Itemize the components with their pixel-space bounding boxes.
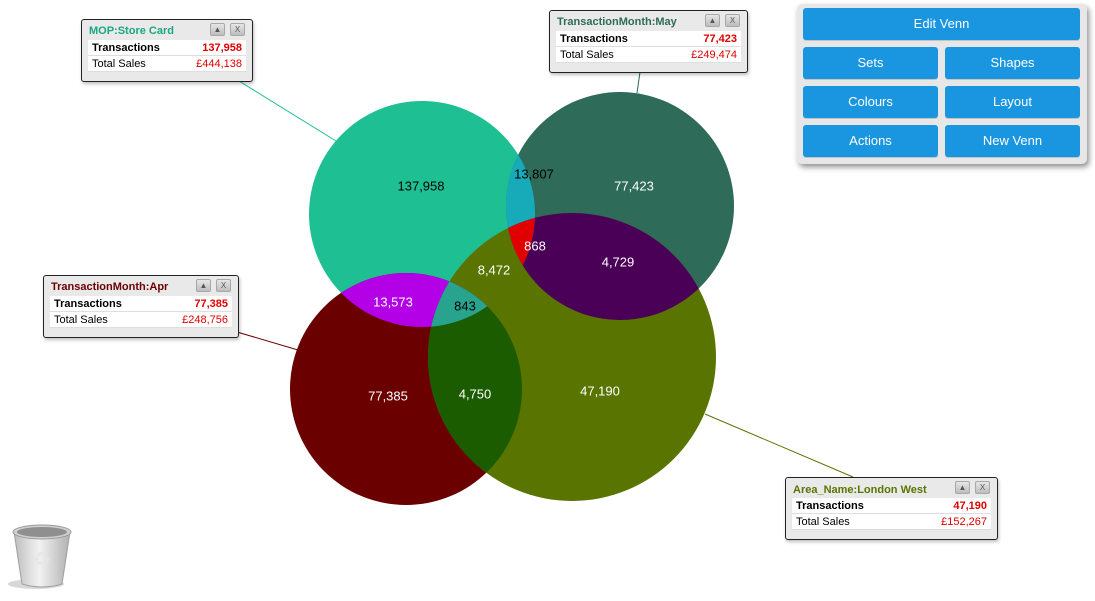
row-label: Total Sales	[560, 48, 614, 61]
region-label-core: 868	[524, 238, 546, 253]
colours-button[interactable]: Colours	[803, 86, 938, 118]
region-label-store-card-may: 13,807	[514, 166, 554, 181]
row-value: £152,267	[941, 515, 987, 528]
new-venn-button[interactable]: New Venn	[945, 125, 1080, 157]
row-value: 77,385	[194, 297, 228, 310]
infobox-row-total-sales: Total Sales £444,138	[88, 56, 246, 72]
row-label: Transactions	[560, 32, 628, 45]
collapse-button[interactable]: ▲	[705, 14, 720, 27]
infobox-store-card[interactable]: MOP:Store Card ▲ X Transactions 137,958 T…	[81, 19, 253, 82]
row-value: £249,474	[691, 48, 737, 61]
collapse-button[interactable]: ▲	[210, 23, 225, 36]
region-label-store-card-only: 137,958	[398, 178, 445, 193]
close-button[interactable]: X	[975, 481, 990, 494]
infobox-row-transactions: Transactions 77,423	[556, 31, 741, 47]
close-button[interactable]: X	[230, 23, 245, 36]
region-label-store-card-may-london-west: 8,472	[478, 262, 511, 277]
close-button[interactable]: X	[216, 279, 231, 292]
sets-button[interactable]: Sets	[803, 47, 938, 79]
region-may-london-west[interactable]	[428, 213, 716, 501]
shapes-button[interactable]: Shapes	[945, 47, 1080, 79]
row-value: 137,958	[202, 41, 242, 54]
region-label-may-only: 77,423	[614, 178, 654, 193]
row-label: Total Sales	[796, 515, 850, 528]
row-label: Transactions	[796, 499, 864, 512]
region-label-apr-only: 77,385	[368, 388, 408, 403]
svg-text:♻: ♻	[33, 547, 51, 571]
region-label-store-card-apr-london-west: 843	[454, 298, 476, 313]
row-value: 47,190	[953, 499, 987, 512]
row-value: £248,756	[182, 313, 228, 326]
infobox-title: MOP:Store Card	[89, 25, 174, 37]
region-label-store-card-apr: 13,573	[373, 294, 413, 309]
collapse-button[interactable]: ▲	[955, 481, 970, 494]
row-value: 77,423	[703, 32, 737, 45]
collapse-button[interactable]: ▲	[196, 279, 211, 292]
connector-line-store-card	[238, 80, 337, 142]
infobox-london-west[interactable]: Area_Name:London West ▲ X Transactions 47…	[785, 477, 998, 540]
connector-line-apr	[236, 331, 299, 351]
infobox-row-transactions: Transactions 137,958	[88, 40, 246, 56]
venn-menu-panel: Edit Venn Sets Shapes Colours Layout Act…	[797, 4, 1087, 164]
infobox-title: Area_Name:London West	[793, 484, 927, 496]
edit-venn-button[interactable]: Edit Venn	[803, 8, 1080, 40]
infobox-title: TransactionMonth:May	[557, 16, 677, 28]
infobox-row-transactions: Transactions 77,385	[50, 296, 232, 312]
actions-button[interactable]: Actions	[803, 125, 938, 157]
infobox-row-total-sales: Total Sales £249,474	[556, 47, 741, 63]
infobox-may[interactable]: TransactionMonth:May ▲ X Transactions 77,…	[549, 10, 748, 73]
connector-line-may	[636, 71, 641, 94]
row-label: Total Sales	[92, 57, 146, 70]
recycle-bin-icon[interactable]: ♻	[6, 520, 78, 592]
row-value: £444,138	[196, 57, 242, 70]
region-label-may-london-west: 4,729	[602, 254, 635, 269]
row-label: Transactions	[92, 41, 160, 54]
infobox-apr[interactable]: TransactionMonth:Apr ▲ X Transactions 77,…	[43, 275, 239, 338]
layout-button[interactable]: Layout	[945, 86, 1080, 118]
close-button[interactable]: X	[725, 14, 740, 27]
region-label-apr-london-west: 4,750	[459, 386, 492, 401]
region-label-london-west-only: 47,190	[580, 383, 620, 398]
row-label: Transactions	[54, 297, 122, 310]
row-label: Total Sales	[54, 313, 108, 326]
infobox-title: TransactionMonth:Apr	[51, 281, 169, 293]
infobox-row-transactions: Transactions 47,190	[792, 498, 991, 514]
infobox-row-total-sales: Total Sales £152,267	[792, 514, 991, 530]
infobox-row-total-sales: Total Sales £248,756	[50, 312, 232, 328]
connector-line-london-west	[704, 413, 854, 478]
